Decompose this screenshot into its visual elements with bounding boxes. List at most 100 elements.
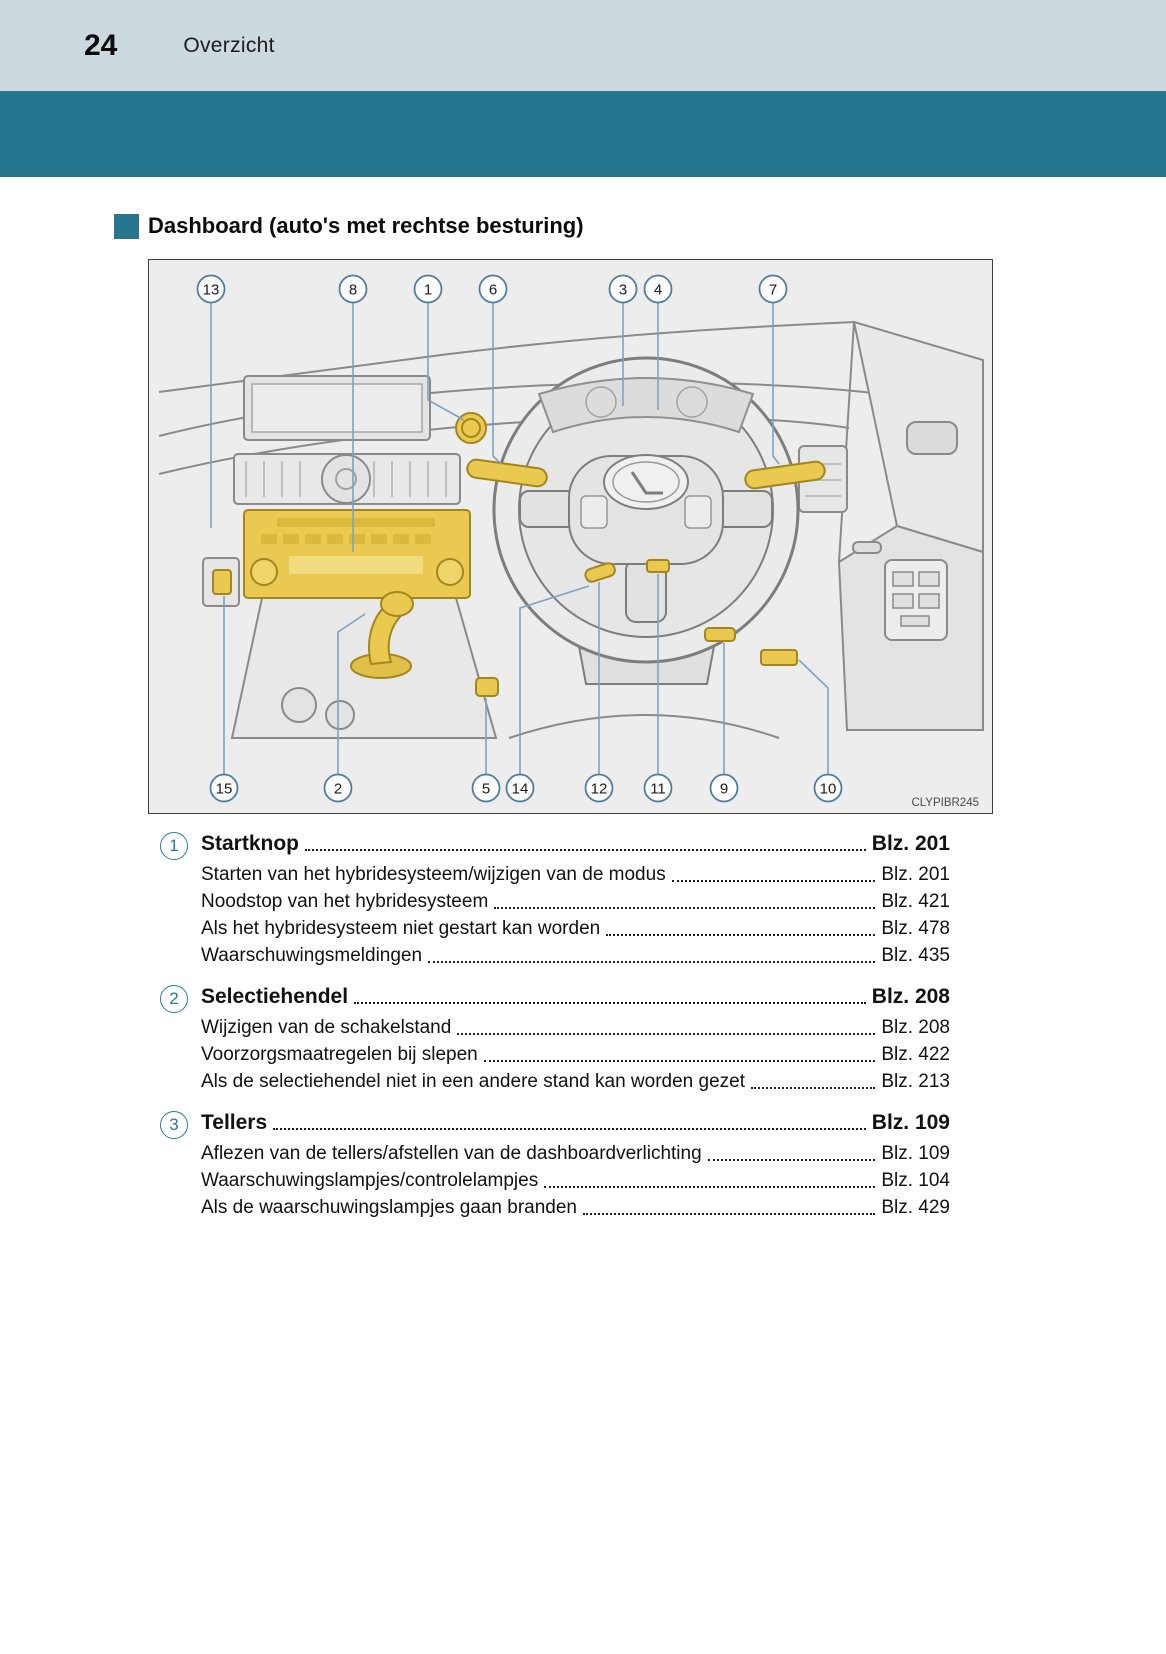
page-header: 24 Overzicht — [0, 0, 1166, 91]
dotted-leader — [494, 907, 876, 909]
svg-text:3: 3 — [619, 281, 627, 298]
cup-holder — [325, 700, 355, 730]
svg-text:2: 2 — [334, 780, 342, 797]
right-control-stalk — [744, 460, 826, 490]
item-number-badge: 1 — [160, 832, 188, 860]
page-reference: Blz. 421 — [881, 891, 950, 912]
lexus-emblem — [603, 454, 689, 510]
page-reference: Blz. 109 — [881, 1143, 950, 1164]
figure-callout: 4 — [643, 274, 673, 304]
column-switch — [646, 559, 670, 573]
lower-switch — [760, 649, 798, 666]
page-reference: Blz. 422 — [881, 1044, 950, 1065]
section-title: Dashboard (auto's met rechtse besturing) — [148, 213, 584, 238]
dotted-leader — [707, 1159, 876, 1161]
dotted-leader — [273, 1128, 866, 1130]
svg-text:15: 15 — [216, 780, 233, 797]
svg-text:6: 6 — [489, 281, 497, 298]
figure-code: CLYPIBR245 — [911, 797, 979, 809]
index-item: 3 Tellers Blz. 109 Aflezen van de teller… — [160, 1107, 950, 1221]
index-item-head: 2 Selectiehendel Blz. 208 — [160, 981, 950, 1013]
page-number: 24 — [84, 28, 118, 62]
figure-callout: 6 — [478, 274, 508, 304]
dotted-leader — [428, 961, 876, 963]
figure-callout: 10 — [813, 773, 843, 803]
chapter-color-band — [0, 91, 1166, 177]
index-subitems: Starten van het hybridesysteem/wijzigen … — [201, 861, 950, 969]
index-subitem: Starten van het hybridesysteem/wijzigen … — [201, 861, 950, 888]
dotted-leader — [606, 934, 876, 936]
subitem-label: Voorzorgsmaatregelen bij slepen — [201, 1044, 478, 1065]
item-number-badge: 3 — [160, 1111, 188, 1139]
column-lever — [584, 562, 616, 583]
console-switch — [475, 677, 499, 697]
figure-callout: 5 — [471, 773, 501, 803]
door-handle — [852, 541, 882, 554]
index-item: 2 Selectiehendel Blz. 208 Wijzigen van d… — [160, 981, 950, 1095]
side-mirror — [906, 421, 958, 455]
leader-lines — [210, 302, 829, 775]
figure-callout: 2 — [323, 773, 353, 803]
dotted-leader — [483, 1060, 876, 1062]
svg-text:11: 11 — [650, 780, 666, 797]
figure-callout: 3 — [608, 274, 638, 304]
index-subitem: Wijzigen van de schakelstand Blz. 208 — [201, 1014, 950, 1041]
index-item-title: Startknop — [201, 832, 300, 855]
index-subitem: Voorzorgsmaatregelen bij slepen Blz. 422 — [201, 1041, 950, 1068]
dashboard-illustration: 13 8 1 6 3 4 7 15 2 5 14 12 11 9 10 CLYP… — [149, 260, 992, 813]
page-reference: Blz. 435 — [881, 945, 950, 966]
svg-text:5: 5 — [482, 780, 490, 797]
dashboard-figure: 13 8 1 6 3 4 7 15 2 5 14 12 11 9 10 CLYP… — [148, 259, 993, 814]
subitem-label: Als de selectiehendel niet in een andere… — [201, 1071, 745, 1092]
svg-text:14: 14 — [512, 780, 529, 797]
figure-callout: 8 — [338, 274, 368, 304]
dotted-leader — [305, 849, 866, 851]
page-reference: Blz. 201 — [881, 864, 950, 885]
subitem-label: Als het hybridesysteem niet gestart kan … — [201, 918, 601, 939]
figure-callout: 1 — [413, 274, 443, 304]
content: Dashboard (auto's met rechtse besturing) — [0, 213, 1166, 1221]
index-subitem: Aflezen van de tellers/afstellen van de … — [201, 1140, 950, 1167]
subitem-label: Waarschuwingsmeldingen — [201, 945, 423, 966]
cup-holder — [281, 687, 317, 723]
page-reference: Blz. 429 — [881, 1197, 950, 1218]
index-subitems: Aflezen van de tellers/afstellen van de … — [201, 1140, 950, 1221]
dotted-leader — [583, 1213, 876, 1215]
lower-lever — [704, 627, 736, 642]
dotted-leader — [354, 1002, 866, 1004]
index-item-head: 3 Tellers Blz. 109 — [160, 1107, 950, 1139]
header-title: Overzicht — [183, 33, 275, 57]
subitem-label: Als de waarschuwingslampjes gaan branden — [201, 1197, 578, 1218]
index-subitem: Waarschuwingsmeldingen Blz. 435 — [201, 942, 950, 969]
left-control-stalk — [466, 458, 548, 488]
item-number-badge: 2 — [160, 985, 188, 1013]
svg-text:8: 8 — [349, 281, 357, 298]
figure-index: 1 Startknop Blz. 201 Starten van het hyb… — [160, 828, 950, 1221]
svg-text:7: 7 — [769, 281, 777, 298]
svg-text:4: 4 — [654, 281, 662, 298]
gear-shifter — [350, 591, 414, 679]
dotted-leader — [457, 1033, 876, 1035]
index-item-head: 1 Startknop Blz. 201 — [160, 828, 950, 860]
instrument-cluster — [537, 377, 755, 434]
figure-callout: 14 — [505, 773, 535, 803]
page-reference: Blz. 213 — [881, 1071, 950, 1092]
index-item-title: Tellers — [201, 1111, 268, 1134]
section-heading: Dashboard (auto's met rechtse besturing) — [114, 213, 1166, 239]
figure-callout: 9 — [709, 773, 739, 803]
figure-callout: 7 — [758, 274, 788, 304]
index-item-title: Selectiehendel — [201, 985, 349, 1008]
subitem-label: Waarschuwingslampjes/controlelampjes — [201, 1170, 539, 1191]
index-subitem: Als de selectiehendel niet in een andere… — [201, 1068, 950, 1095]
section-bullet-icon — [114, 213, 139, 239]
page-reference: Blz. 109 — [871, 1111, 950, 1134]
index-subitems: Wijzigen van de schakelstand Blz. 208 Voo… — [201, 1014, 950, 1095]
subitem-label: Wijzigen van de schakelstand — [201, 1017, 452, 1038]
subitem-label: Aflezen van de tellers/afstellen van de … — [201, 1143, 702, 1164]
page-reference: Blz. 478 — [881, 918, 950, 939]
page-reference: Blz. 208 — [881, 1017, 950, 1038]
page-reference: Blz. 201 — [871, 832, 950, 855]
dotted-leader — [751, 1087, 876, 1089]
page-reference: Blz. 208 — [871, 985, 950, 1008]
